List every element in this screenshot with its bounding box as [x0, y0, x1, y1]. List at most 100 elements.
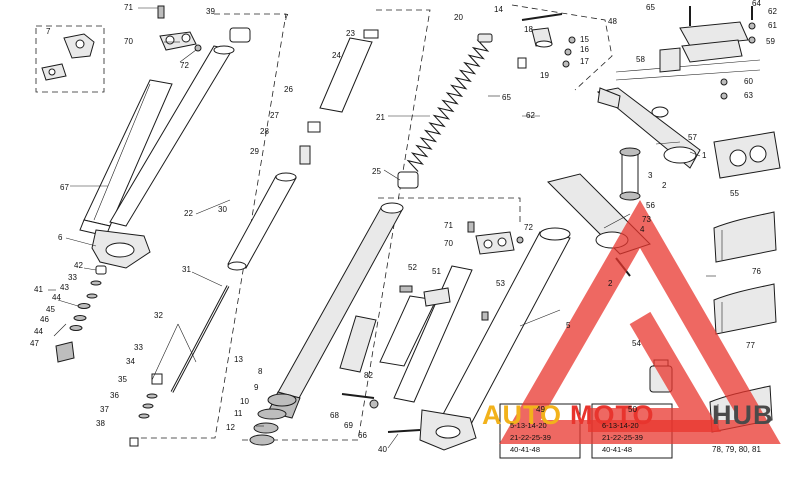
- part-label: 5: [566, 321, 571, 330]
- part-label: 56: [646, 201, 655, 210]
- part-label: 15: [580, 35, 589, 44]
- part-label: 39: [206, 7, 215, 16]
- part-label: 7: [284, 13, 289, 22]
- part-label: 55: [730, 189, 739, 198]
- part-label: 41: [34, 285, 43, 294]
- kit-50-line: 21-22-25-39: [602, 433, 643, 442]
- part-label: 70: [124, 37, 133, 46]
- part-label: 82: [364, 371, 373, 380]
- part-label: 33: [134, 343, 143, 352]
- part-label: 38: [96, 419, 105, 428]
- kit-50-contents: 6-13-14-20 21-22-25-39 40-41-48: [602, 421, 643, 454]
- part-label: 28: [260, 127, 269, 136]
- part-label: 10: [240, 397, 249, 406]
- fork-spring: [397, 33, 493, 189]
- part-label: 2: [662, 181, 667, 190]
- part-label: 61: [768, 21, 777, 30]
- part-label: 13: [234, 355, 243, 364]
- part-label: 33: [68, 273, 77, 282]
- part-label: 44: [34, 327, 43, 336]
- part-label: 69: [344, 421, 353, 430]
- handlebar-mount-parts: [615, 6, 761, 100]
- part-label: 78, 79, 80, 81: [712, 445, 761, 454]
- watermark-text-a: AUTO: [482, 400, 562, 430]
- part-label: 30: [218, 205, 227, 214]
- part-label: 52: [408, 263, 417, 272]
- kit-50-line: 6-13-14-20: [602, 421, 639, 430]
- part-label: 59: [766, 37, 775, 46]
- part-label: 29: [250, 147, 259, 156]
- part-label: 71: [124, 3, 133, 12]
- instrument-cluster: [713, 131, 781, 179]
- part-label: 14: [494, 5, 503, 14]
- part-label: 66: [358, 431, 367, 440]
- kit-49-label: 49: [536, 405, 545, 414]
- fork-cartridge: [227, 29, 379, 271]
- part-label: 63: [744, 91, 753, 100]
- part-label: 45: [46, 305, 55, 314]
- watermark-text-b: MOTO: [570, 400, 655, 430]
- part-label: 32: [154, 311, 163, 320]
- part-label: 12: [226, 423, 235, 432]
- part-label: 24: [332, 51, 341, 60]
- left-fork-lower-leg: [79, 79, 173, 269]
- part-label: 37: [100, 405, 109, 414]
- part-label: 23: [346, 29, 355, 38]
- part-label: 54: [632, 339, 641, 348]
- part-label: 27: [270, 111, 279, 120]
- part-label: 8: [258, 367, 263, 376]
- damper-rod: [129, 285, 230, 447]
- watermark-logo: AUTO MOTO HUB: [482, 199, 781, 444]
- part-label: 72: [524, 223, 533, 232]
- part-label: 58: [636, 55, 645, 64]
- watermark-text-c: HUB: [712, 400, 774, 430]
- part-label: 36: [110, 391, 119, 400]
- part-label: 11: [234, 409, 243, 418]
- part-label: 72: [180, 61, 189, 70]
- part-label: 53: [496, 279, 505, 288]
- left-fork-stanchion: [109, 45, 235, 227]
- part-label: 73: [642, 215, 651, 224]
- part-label: 76: [752, 267, 761, 276]
- axle-bolts: [341, 393, 421, 433]
- part-label: 21: [376, 113, 385, 122]
- fork-boot-a: [713, 211, 777, 263]
- part-label: 26: [284, 85, 293, 94]
- damper-small-parts-left: [55, 265, 107, 363]
- part-label: 2: [608, 279, 613, 288]
- part-label: 44: [52, 293, 61, 302]
- kit-49-line: 21-22-25-39: [510, 433, 551, 442]
- lower-clamp-parts: [399, 221, 524, 321]
- part-label: 20: [454, 13, 463, 22]
- watermark-triangle-inner: [588, 311, 721, 432]
- part-label: 47: [30, 339, 39, 348]
- part-label: 43: [60, 283, 69, 292]
- kit-50-label: 50: [628, 405, 637, 414]
- fork-guard-plate: [339, 315, 377, 373]
- part-label: 42: [74, 261, 83, 270]
- part-label: 62: [768, 7, 777, 16]
- part-label: 7: [46, 27, 51, 36]
- part-label: 9: [254, 383, 259, 392]
- kit-49-line: 40-41-48: [510, 445, 540, 454]
- part-label: 65: [502, 93, 511, 102]
- part-label: 57: [688, 133, 697, 142]
- kit-49-line: 5-13-14-20: [510, 421, 547, 430]
- part-label: 3: [648, 171, 653, 180]
- part-label: 67: [60, 183, 69, 192]
- part-label: 46: [40, 315, 49, 324]
- part-label: 1: [702, 151, 707, 160]
- part-labels: 71 39 7 7 70 72 67 6 42 33 43 41 44 45 4…: [30, 0, 777, 454]
- part-label: 19: [540, 71, 549, 80]
- right-fork-lower-leg: [379, 227, 571, 451]
- part-label: 35: [118, 375, 127, 384]
- part-label: 71: [444, 221, 453, 230]
- part-label: 31: [182, 265, 191, 274]
- fork-boot-b: [713, 283, 777, 335]
- clamp-detail-inset: [41, 33, 95, 81]
- part-label: 16: [580, 45, 589, 54]
- part-label: 77: [746, 341, 755, 350]
- top-clamp-parts: [157, 5, 251, 52]
- top-cap-parts: [517, 13, 576, 69]
